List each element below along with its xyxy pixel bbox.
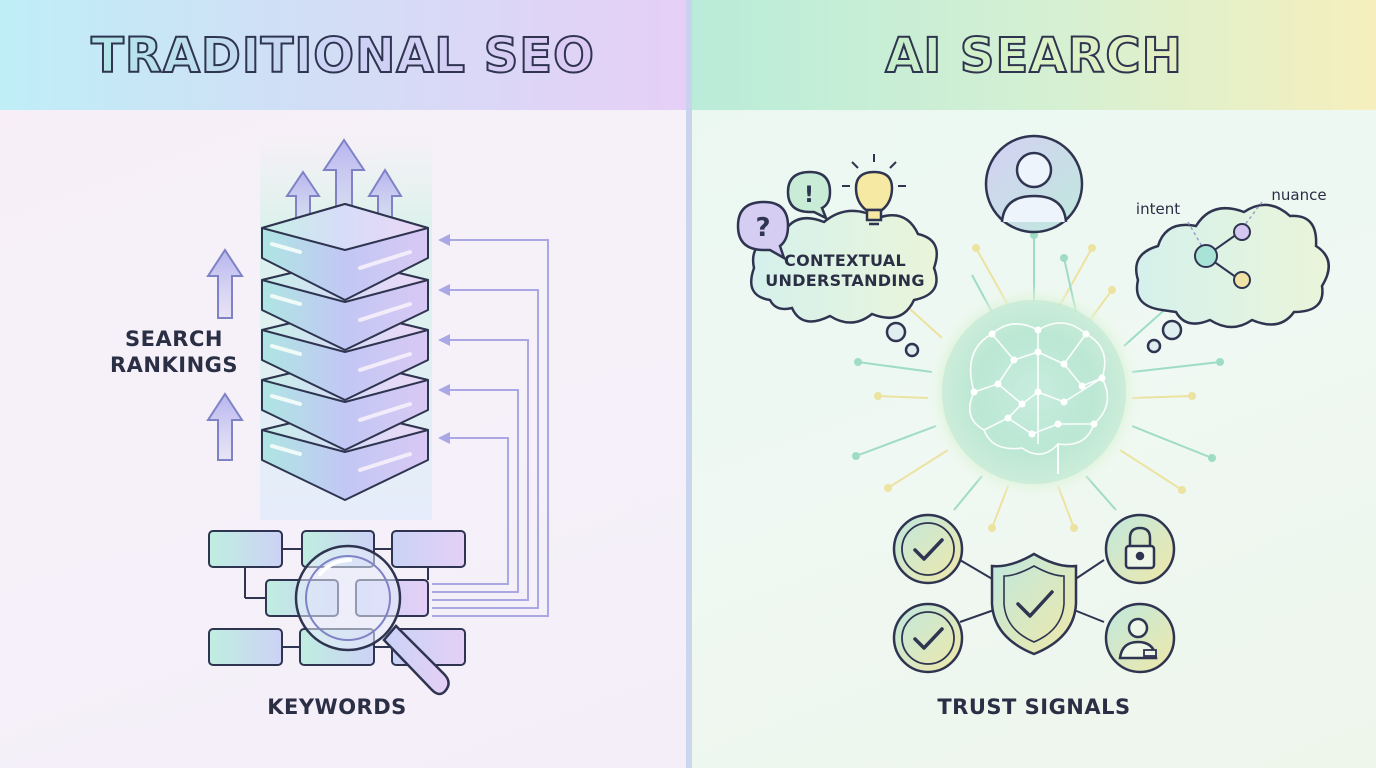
traditional-seo-header: TRADITIONAL SEO — [0, 0, 686, 110]
stack-slab — [261, 203, 429, 301]
contextual-understanding-label: CONTEXTUAL UNDERSTANDING — [752, 251, 938, 291]
shield-check-icon — [990, 552, 1078, 656]
arrow-up-icon — [206, 248, 244, 319]
ai-search-header: AI SEARCH — [692, 0, 1376, 110]
exclamation-bubble-icon — [786, 170, 832, 221]
exclamation-glyph: ! — [804, 183, 814, 208]
verified-badge-icon — [892, 602, 964, 674]
keyword-box — [391, 530, 466, 568]
magnifying-glass-icon — [294, 544, 450, 696]
intent-label: intent — [1135, 200, 1181, 218]
ranking-arrows — [206, 248, 244, 461]
verified-badge-icon — [892, 513, 964, 585]
ai-search-illustration: ? ! — [736, 134, 1330, 674]
feedback-lines — [432, 234, 549, 617]
ai-brain-orb — [926, 284, 1142, 500]
top-arrows — [285, 138, 403, 231]
panel-divider — [686, 0, 692, 768]
ranking-stack — [261, 203, 429, 501]
user-avatar-icon — [984, 134, 1084, 234]
trust-network-lines — [959, 559, 1105, 623]
search-rankings-line2: RANKINGS — [109, 353, 239, 378]
verified-person-icon — [1104, 602, 1176, 674]
arrow-up-icon — [206, 392, 244, 461]
trust-signals-label: TRUST SIGNALS — [937, 695, 1131, 719]
traditional-seo-panel: TRADITIONAL SEO — [0, 0, 686, 768]
nuance-label: nuance — [1271, 186, 1327, 204]
concept-graph — [1187, 201, 1263, 289]
lock-icon — [1104, 513, 1176, 585]
question-bubble-icon — [736, 200, 790, 261]
lightbulb-icon — [842, 154, 906, 226]
search-rankings-label: SEARCH RANKINGS — [104, 326, 244, 379]
arrowhead-icon — [438, 234, 450, 444]
ai-search-title: AI SEARCH — [692, 27, 1376, 85]
keywords-label: KEYWORDS — [267, 695, 407, 719]
traditional-seo-illustration — [206, 130, 549, 696]
neuron-dots — [970, 326, 1106, 438]
intent-nuance-cloud — [1135, 203, 1330, 354]
keyword-box — [208, 530, 283, 568]
contextual-cloud — [750, 209, 938, 358]
keyword-box — [208, 628, 283, 666]
search-rankings-line1: SEARCH — [125, 327, 223, 351]
question-mark-glyph: ? — [755, 213, 770, 243]
contextual-line2: UNDERSTANDING — [765, 271, 925, 290]
traditional-seo-title: TRADITIONAL SEO — [0, 27, 686, 85]
ai-search-panel: AI SEARCH — [692, 0, 1376, 768]
contextual-line1: CONTEXTUAL — [784, 251, 906, 270]
